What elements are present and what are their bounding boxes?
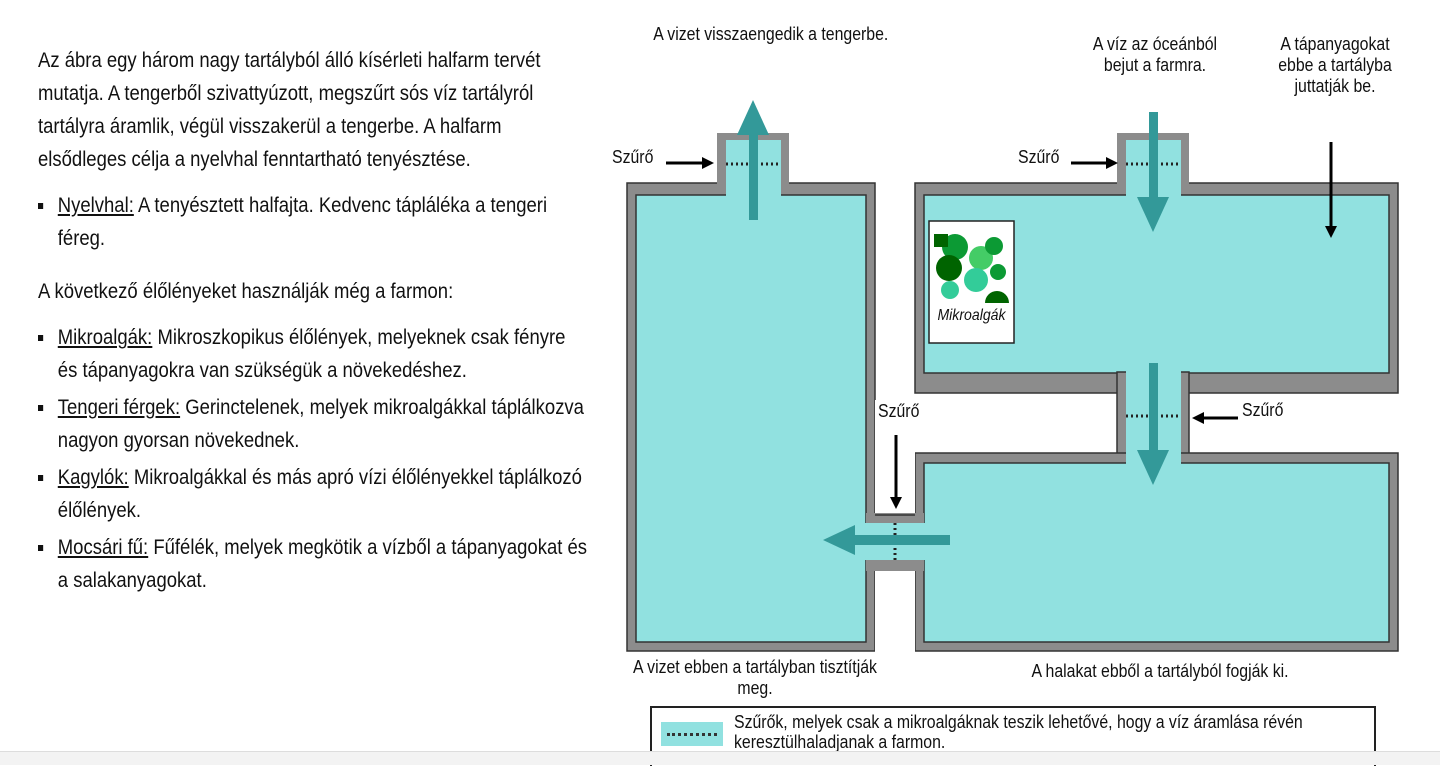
intro-text: Az ábra egy három nagy tartályból álló k…	[38, 48, 541, 171]
flow-arrow-left-icon	[823, 525, 855, 555]
label-return: A vizet visszaengedik a tengerbe.	[653, 24, 889, 44]
microalgae-icon	[928, 220, 1015, 344]
microalgae-label: Mikroalgák	[937, 307, 1006, 324]
label-fish: A halakat ebből a tartályból fogják ki.	[1031, 661, 1289, 681]
term: Mocsári fű:	[57, 535, 149, 559]
filter-label: Szűrő	[1242, 400, 1284, 420]
term: Kagylók:	[57, 465, 129, 489]
filter-label: Szűrő	[1018, 147, 1060, 167]
label-nutrients: A tápanyagokat ebbe a tartályba juttatjá…	[1278, 34, 1392, 96]
list-item: Mikroalgák: Mikroszkopikus élőlények, me…	[38, 321, 588, 387]
filter-label: Szűrő	[612, 147, 654, 167]
cleaning-tank-water	[635, 194, 867, 643]
desc: Mikroalgákkal és más apró vízi élőlények…	[57, 465, 582, 522]
term: Tengeri férgek:	[57, 395, 181, 419]
fish-list: Nyelvhal: A tenyésztett halfajta. Kedven…	[38, 189, 588, 255]
filter-label: Szűrő	[878, 401, 920, 421]
desc: Fűfélék, melyek megkötik a vízből a tápa…	[57, 535, 588, 592]
fish-tank-water	[923, 462, 1390, 643]
desc: Gerinctelenek, melyek mikroalgákkal tápl…	[57, 395, 584, 452]
desc: A tenyésztett halfajta. Kedvenc táplálék…	[57, 193, 548, 250]
others-heading: A következő élőlényeket használják még a…	[38, 279, 454, 303]
term: Mikroalgák:	[57, 325, 153, 349]
bottom-bar	[0, 751, 1440, 765]
label-clean: A vizet ebben a tartályban tisztítják me…	[633, 657, 877, 698]
flow-arrow-down-icon	[1137, 197, 1169, 232]
list-item: Mocsári fű: Fűfélék, melyek megkötik a v…	[38, 531, 588, 597]
list-item: Kagylók: Mikroalgákkal és más apró vízi …	[38, 461, 588, 527]
flow-arrows	[737, 100, 1169, 555]
flow-arrow-down-icon	[1137, 450, 1169, 485]
flow-arrow-up-icon	[737, 100, 769, 135]
desc: Mikroszkopikus élőlények, melyeknek csak…	[57, 325, 566, 382]
list-item: Tengeri férgek: Gerinctelenek, melyek mi…	[38, 391, 588, 457]
pointer-arrows	[666, 142, 1337, 509]
term: Nyelvhal:	[57, 193, 134, 217]
description-panel: Az ábra egy három nagy tartályból álló k…	[38, 44, 588, 617]
legend-text: Szűrők, melyek csak a mikroalgáknak tesz…	[734, 712, 1303, 752]
legend: Szűrők, melyek csak a mikroalgáknak tesz…	[650, 706, 1376, 766]
list-item: Nyelvhal: A tenyésztett halfajta. Kedven…	[38, 189, 588, 255]
label-inflow: A víz az óceánból bejut a farmra.	[1092, 34, 1218, 75]
filter-lines	[726, 162, 1181, 560]
filter-swatch-icon	[661, 722, 723, 746]
organism-list: Mikroalgák: Mikroszkopikus élőlények, me…	[38, 321, 588, 597]
